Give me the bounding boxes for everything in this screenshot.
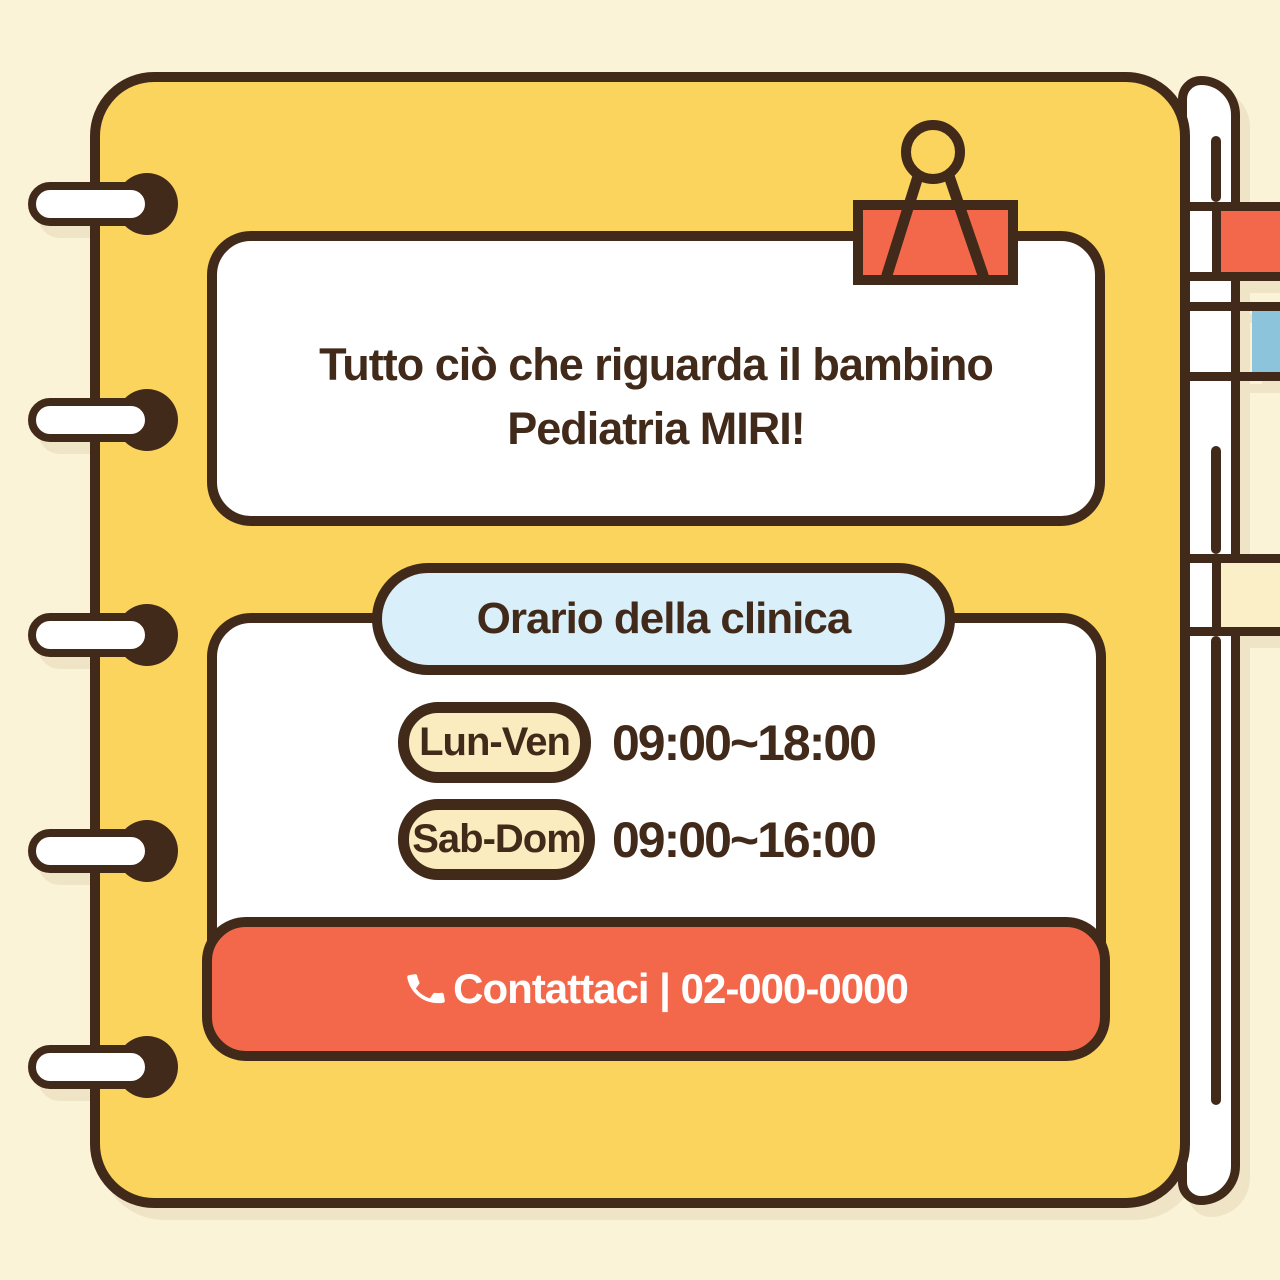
binder-ring-icon [28,1045,153,1089]
poster-title-line2: Pediatria MIRI! [507,402,806,454]
orange-page-tab-fill [1212,211,1280,272]
binder-ring-icon [28,613,153,657]
page-divider-line [1211,136,1221,202]
blue-page-tab-fill [1252,311,1280,372]
blue-page-tab [1188,302,1280,381]
pale-yellow-page-tab-fill [1212,563,1280,627]
binder-ring-icon [28,182,153,226]
poster-title-line1: Tutto ciò che riguarda il bambino [319,338,994,390]
schedule-days-pill: Sab-Dom [398,799,595,880]
pale-yellow-page-tab [1188,554,1280,636]
schedule-hours: 09:00~18:00 [612,714,877,771]
contact-button[interactable]: Contattaci | 02-000-0000 [202,917,1110,1061]
orange-page-tab [1188,202,1280,281]
binder-ring-icon [28,829,153,873]
title-card: Tutto ciò che riguarda il bambino Pediat… [207,231,1105,526]
page-divider-line [1211,636,1221,1105]
binder-clip-icon [853,120,1018,285]
schedule-hours: 09:00~16:00 [612,811,877,868]
binder-ring-icon [28,398,153,442]
phone-icon [407,974,445,1004]
schedule-header-pill: Orario della clinica [372,563,955,675]
contact-label: Contattaci | 02-000-0000 [453,965,909,1012]
page-divider-line [1211,446,1221,554]
schedule-days-pill: Lun-Ven [398,702,591,783]
